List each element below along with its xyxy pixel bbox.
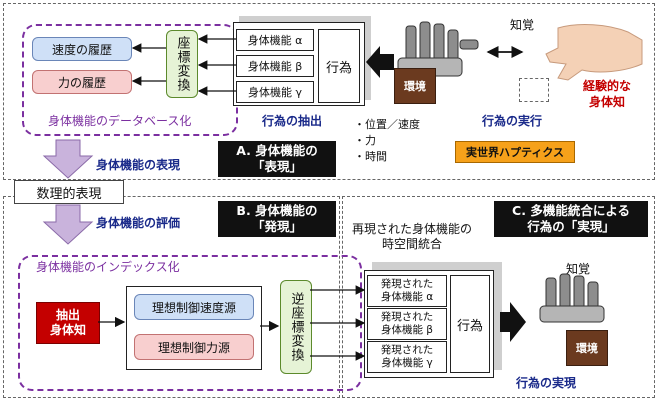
environment-label-bottom: 環境 — [576, 342, 598, 355]
force-history-label: 力の履歴 — [57, 75, 106, 90]
perception-label-bottom: 知覚 — [566, 262, 591, 276]
bullet-time: ・時間 — [354, 150, 387, 163]
math-representation-label: 数理的表現 — [36, 186, 102, 202]
ideal-force-source-box: 理想制御力源 — [134, 334, 254, 360]
box-c-label: C. 多機能統合による 行為の「実現」 — [512, 203, 630, 234]
action-label-bottom: 行為 — [456, 318, 483, 334]
real-world-haptics-label: 実世界ハプティクス — [465, 146, 564, 159]
inverse-transform-box: 逆座標変換 — [280, 280, 312, 374]
environment-block-top: 環境 — [394, 68, 436, 104]
action-box-top: 行為 — [318, 29, 360, 103]
expressed-alpha-label: 発現された 身体機能 α — [380, 278, 434, 303]
function-beta-label: 身体機能 β — [247, 60, 303, 73]
speed-history-box: 速度の履歴 — [32, 37, 132, 61]
extracted-knowledge-box: 抽出 身体知 — [36, 302, 100, 344]
box-c-realization: C. 多機能統合による 行為の「実現」 — [494, 201, 648, 237]
function-alpha-box: 身体機能 α — [236, 29, 314, 51]
robot-hand-bottom — [539, 273, 605, 323]
representation-label: 身体機能の表現 — [96, 158, 181, 172]
box-a-label: A. 身体機能の 「表現」 — [236, 143, 318, 174]
box-a-representation: A. 身体機能の 「表現」 — [218, 141, 336, 177]
coordinate-transform-box: 座標変換 — [166, 30, 198, 98]
expressed-gamma-label: 発現された 身体機能 γ — [380, 344, 434, 369]
ideal-force-source-label: 理想制御力源 — [157, 340, 230, 355]
execution-label: 行為の実行 — [482, 114, 543, 128]
robot-hand-top — [397, 21, 479, 77]
expressed-alpha-box: 発現された 身体機能 α — [367, 275, 447, 307]
evaluation-label: 身体機能の評価 — [96, 216, 181, 230]
expressed-beta-box: 発現された 身体機能 β — [367, 308, 447, 340]
force-history-box: 力の履歴 — [32, 70, 132, 94]
lavender-arrow-1 — [42, 139, 94, 179]
expressed-beta-label: 発現された 身体機能 β — [380, 311, 434, 336]
speed-history-label: 速度の履歴 — [51, 42, 112, 57]
extraction-big-arrow — [366, 46, 394, 78]
action-label-top: 行為 — [325, 60, 352, 76]
reproduced-integration-label: 再現された身体機能の 時空間統合 — [352, 222, 473, 251]
environment-block-bottom: 環境 — [566, 330, 608, 366]
bottom-right-section-frame — [342, 196, 655, 398]
action-box-bottom: 行為 — [450, 275, 490, 373]
human-hand — [545, 24, 643, 81]
extraction-label: 行為の抽出 — [262, 114, 323, 128]
environment-label-top: 環境 — [404, 80, 426, 93]
expressed-gamma-box: 発現された 身体機能 γ — [367, 341, 447, 373]
lavender-arrow-2 — [42, 204, 94, 245]
function-beta-box: 身体機能 β — [236, 55, 314, 77]
inverse-transform-label: 逆座標変換 — [288, 292, 304, 362]
experiential-knowledge-label: 経験的な 身体知 — [583, 79, 632, 109]
function-alpha-label: 身体機能 α — [247, 34, 303, 47]
realization-label: 行為の実現 — [516, 376, 577, 390]
bullet-force: ・力 — [354, 134, 376, 147]
top-section-frame — [3, 3, 655, 180]
box-b-manifestation: B. 身体機能の 「発現」 — [218, 201, 336, 237]
function-gamma-box: 身体機能 γ — [236, 81, 314, 103]
function-gamma-label: 身体機能 γ — [247, 86, 302, 99]
coordinate-transform-label: 座標変換 — [174, 36, 190, 92]
box-b-label: B. 身体機能の 「発現」 — [236, 203, 318, 234]
database-label: 身体機能のデータベース化 — [48, 114, 192, 128]
bullet-position-velocity: ・位置／速度 — [354, 118, 420, 131]
perception-label-top: 知覚 — [510, 18, 535, 32]
real-world-haptics-box: 実世界ハプティクス — [455, 141, 575, 163]
bottom-left-section-frame — [3, 196, 340, 398]
math-representation-box: 数理的表現 — [14, 180, 124, 204]
ideal-velocity-source-label: 理想制御速度源 — [151, 300, 236, 315]
dashed-object — [519, 78, 549, 102]
realization-big-arrow — [500, 302, 526, 342]
ideal-velocity-source-box: 理想制御速度源 — [134, 294, 254, 320]
extracted-knowledge-label: 抽出 身体知 — [49, 308, 86, 337]
index-label: 身体機能のインデックス化 — [36, 260, 180, 274]
